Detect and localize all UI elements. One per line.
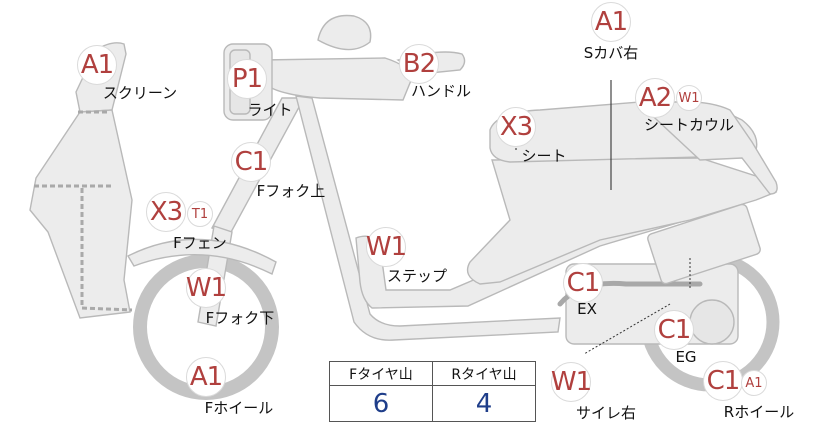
part-label: Fフォク上 xyxy=(256,182,326,200)
rear-tire-header: Rタイヤ山 xyxy=(432,361,536,386)
code-badge: C1 xyxy=(563,263,603,303)
tire-table-value-row: 6 4 xyxy=(329,385,536,422)
side-cover xyxy=(466,157,778,285)
part-label: サイレ右 xyxy=(575,404,637,422)
part-label: EG xyxy=(675,348,697,366)
part-label: Rホイール xyxy=(723,403,795,421)
front-tire-header: Fタイヤ山 xyxy=(329,361,433,386)
part-label: Fフェン xyxy=(173,234,227,252)
leader-silencer xyxy=(583,303,671,355)
frame-tube xyxy=(295,95,561,341)
code-badge: X3 xyxy=(146,192,186,232)
code-badge: A1 xyxy=(591,2,631,42)
code-badge: W1 xyxy=(551,362,592,402)
front-fender xyxy=(127,238,277,275)
code-badge: C1 xyxy=(654,310,694,350)
tire-table-header-row: Fタイヤ山 Rタイヤ山 xyxy=(329,361,536,386)
code-badge: P1 xyxy=(227,59,267,99)
sub-code-badge: W1 xyxy=(676,85,702,111)
sub-code-badge: A1 xyxy=(741,370,767,396)
code-badge: C1 xyxy=(703,361,743,401)
part-label: Fホイール xyxy=(204,399,274,417)
code-badge: A1 xyxy=(186,357,226,397)
code-badge: C1 xyxy=(231,142,271,182)
code-badge: B2 xyxy=(399,44,439,84)
tire-tread-table: Fタイヤ山 Rタイヤ山 6 4 xyxy=(329,361,536,422)
code-badge: W1 xyxy=(366,227,407,267)
front-tire-value: 6 xyxy=(329,385,433,422)
code-badge: A2 xyxy=(635,78,675,118)
part-label: ライト xyxy=(247,101,293,119)
part-label: Fフォク下 xyxy=(205,309,275,327)
sub-code-badge: T1 xyxy=(187,201,213,227)
part-label: シートカウル xyxy=(643,116,735,134)
code-badge: A1 xyxy=(77,45,117,85)
part-label: ステップ xyxy=(386,267,448,285)
code-badge: W1 xyxy=(186,268,227,308)
part-label: EX xyxy=(577,300,597,318)
part-label: Sカバ右 xyxy=(583,44,639,62)
rear-tire-value: 4 xyxy=(432,385,536,422)
shield-seam-low xyxy=(81,306,133,312)
part-label: スクリーン xyxy=(102,84,178,102)
mirror xyxy=(317,14,372,51)
air-cleaner xyxy=(647,203,761,285)
engine-crankcase xyxy=(689,299,735,345)
handlebar-cowl xyxy=(261,57,413,101)
part-label: シート xyxy=(521,147,567,165)
code-badge: X3 xyxy=(496,107,536,147)
part-label: ハンドル xyxy=(410,82,472,100)
